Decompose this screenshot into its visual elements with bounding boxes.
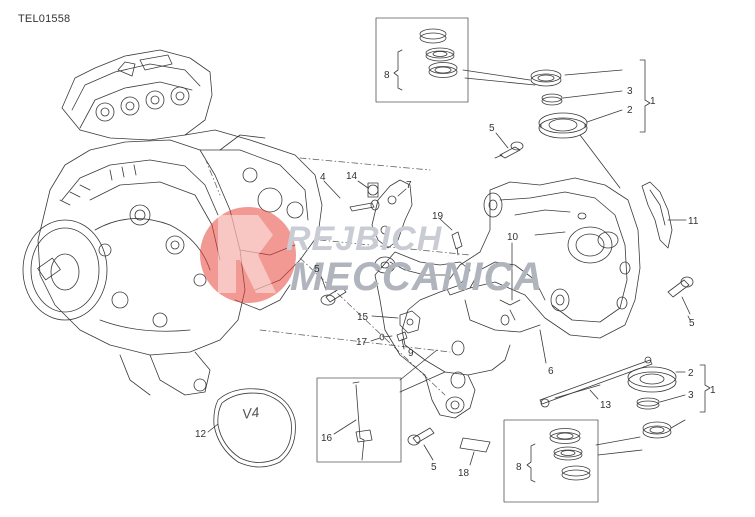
bolt-5-top bbox=[494, 141, 524, 159]
callout-18: 18 bbox=[458, 468, 470, 479]
callout-16: 16 bbox=[321, 433, 333, 444]
callout-7: 7 bbox=[406, 180, 412, 191]
cable-tie-16 bbox=[352, 381, 373, 461]
callout-15: 15 bbox=[357, 312, 369, 323]
callout-2: 2 bbox=[688, 368, 694, 379]
gasket-kit-box-top bbox=[375, 17, 469, 103]
callout-17: 17 bbox=[356, 337, 368, 348]
callout-14: 14 bbox=[346, 171, 358, 182]
watermark-line1: REJBICH bbox=[286, 220, 443, 258]
part-15 bbox=[399, 310, 421, 334]
callout-10: 10 bbox=[507, 232, 519, 243]
callout-4: 4 bbox=[320, 172, 326, 183]
watermark-line2: MECCANICA bbox=[290, 255, 543, 299]
drawing-code: TEL01558 bbox=[18, 13, 71, 25]
watermark: REJBICH MECCANICA bbox=[200, 207, 543, 303]
callout-5: 5 bbox=[314, 264, 320, 275]
callout-3: 3 bbox=[627, 86, 633, 97]
callout-5: 5 bbox=[489, 123, 495, 134]
callout-2: 2 bbox=[627, 105, 633, 116]
main-frame bbox=[444, 177, 641, 339]
engine-badge: V4 bbox=[241, 404, 260, 422]
callout-1: 1 bbox=[710, 385, 716, 396]
gasket-kit-box-bottom bbox=[503, 419, 599, 503]
steering-bearing-lower bbox=[627, 366, 677, 439]
callout-3: 3 bbox=[688, 390, 694, 401]
gasket-kit-bottom bbox=[526, 428, 591, 483]
gasket-kit-top bbox=[393, 28, 458, 91]
callout-19: 19 bbox=[432, 211, 444, 222]
callout-1: 1 bbox=[650, 96, 656, 107]
label-18 bbox=[459, 437, 491, 453]
callout-labels: 1 1 2 2 3 3 4 5 5 5 5 6 7 8 8 9 10 11 12… bbox=[195, 70, 716, 479]
callout-9: 9 bbox=[408, 348, 414, 359]
callout-13: 13 bbox=[600, 400, 612, 411]
callout-12: 12 bbox=[195, 429, 207, 440]
cover-11 bbox=[641, 181, 673, 249]
callout-5: 5 bbox=[689, 318, 695, 329]
callout-6: 6 bbox=[548, 366, 554, 377]
callout-8: 8 bbox=[516, 462, 522, 473]
bracket-7 bbox=[371, 179, 413, 249]
callout-8: 8 bbox=[384, 70, 390, 81]
callout-5: 5 bbox=[431, 462, 437, 473]
gasket-12 bbox=[213, 388, 296, 468]
cable-box bbox=[316, 377, 402, 463]
steering-bearing-upper bbox=[530, 69, 588, 139]
callout-11: 11 bbox=[688, 216, 699, 227]
